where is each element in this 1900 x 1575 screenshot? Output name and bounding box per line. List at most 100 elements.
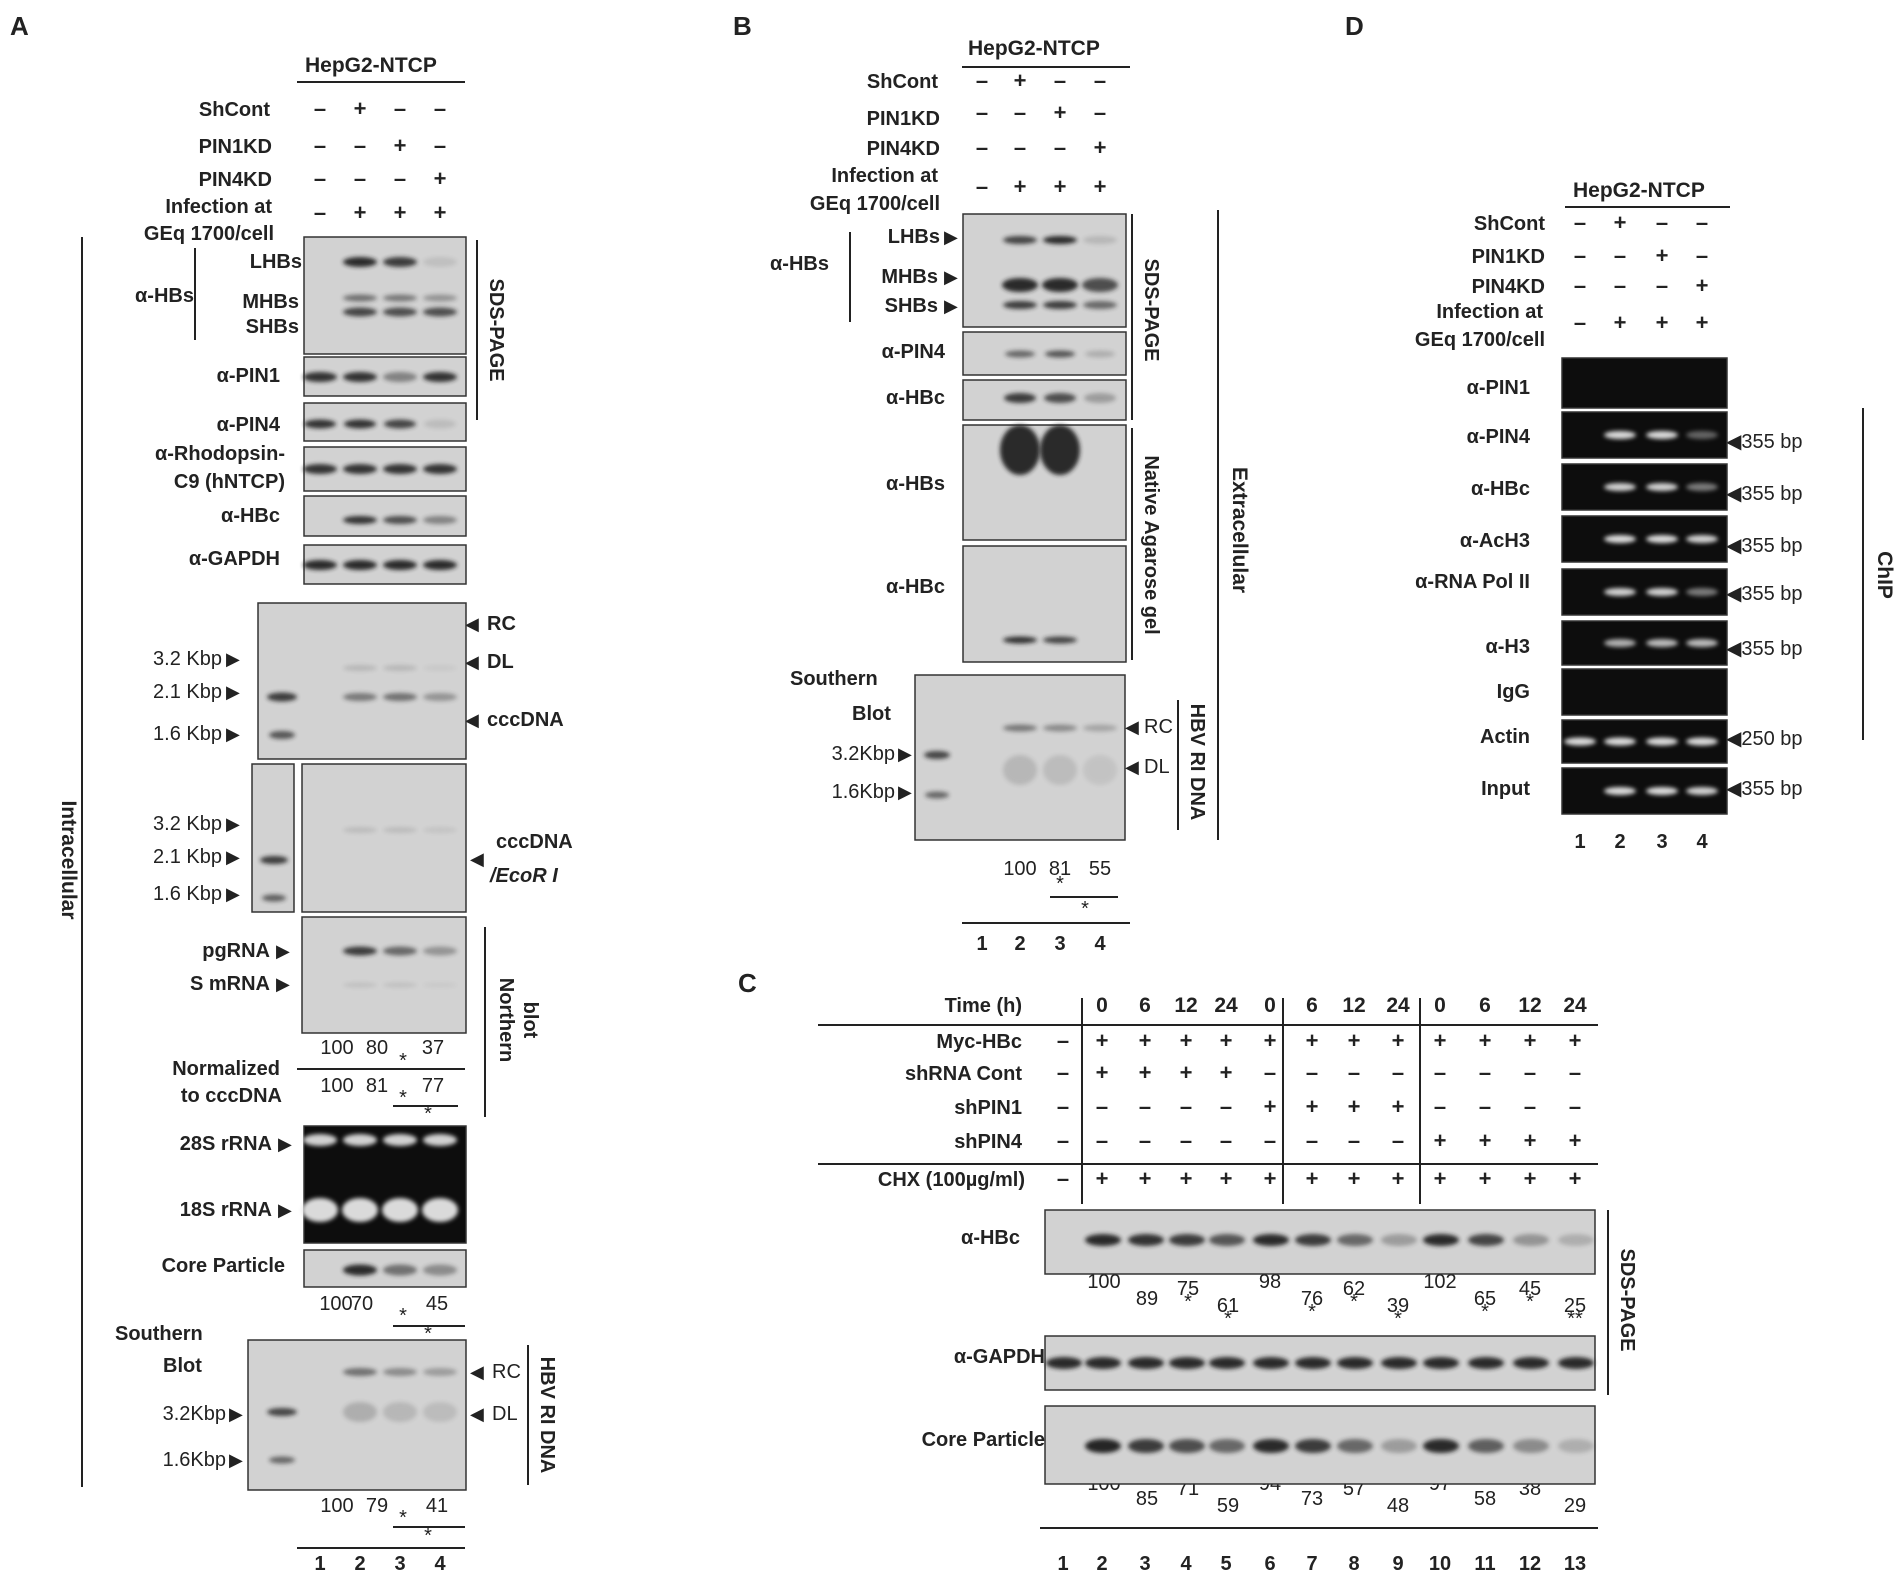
a-signs-pin4kd-4: +: [434, 166, 447, 191]
a-core-band-4: [423, 1264, 457, 1276]
a-cell-line: HepG2-NTCP: [305, 54, 437, 77]
d-rnapol-ab: α-RNA Pol II: [1415, 571, 1530, 593]
c-row1-sign-5: +: [1220, 1028, 1233, 1053]
a-signs-pin4kd-1: –: [314, 166, 326, 191]
c-time-9: 0: [1434, 994, 1446, 1017]
a-hbc-blot: [303, 495, 467, 537]
a-cccdna-band-3: [383, 693, 417, 701]
c-hbc-band-12: [1513, 1234, 1549, 1246]
a-s2-rc-band-4: [423, 1368, 457, 1376]
b-smear-band-4: [1083, 755, 1117, 785]
a-lane-number-3: 3: [394, 1553, 405, 1575]
b-ladder-16: 1.6Kbp: [832, 781, 895, 803]
d-actin-band-3: [1646, 737, 1678, 746]
b-shbs-band-4: [1083, 301, 1117, 309]
c-row2-sign-8: –: [1348, 1060, 1360, 1085]
c-row4-sign-6: –: [1264, 1128, 1276, 1153]
a-southern-quant-1: 100: [320, 1495, 353, 1517]
a-pin4-ab: α-PIN4: [217, 414, 281, 436]
b-hbc-ab: α-HBc: [886, 387, 945, 409]
b-hbc-band-4: [1084, 393, 1116, 403]
a-signs-shcont-3: –: [394, 96, 406, 121]
a-pin1kd-label: PIN1KD: [199, 136, 272, 158]
c-chx-sign-4: +: [1180, 1166, 1193, 1191]
a-hbc-ab: α-HBc: [221, 505, 280, 527]
b-signs-infection-2: +: [1014, 174, 1027, 199]
a-lhbs-band-2: [343, 257, 377, 267]
c-time-1: 0: [1096, 994, 1108, 1017]
a-rho-band-4: [423, 464, 457, 474]
c-row4-sign-8: –: [1348, 1128, 1360, 1153]
a-northern-quant-2: 80: [366, 1037, 388, 1059]
b-native-hbs-band-2: [1040, 425, 1080, 475]
a-ladder-32c: 3.2Kbp: [163, 1403, 226, 1425]
a-infection-label-2: GEq 1700/cell: [144, 223, 274, 245]
c-chx-sign-11: +: [1479, 1166, 1492, 1191]
d-lane-number-3: 3: [1656, 831, 1667, 853]
c-gapdh-band-12: [1513, 1357, 1549, 1369]
b-native-hbc-blot: [962, 545, 1127, 663]
b-ladder-32: 3.2Kbp: [832, 743, 895, 765]
d-infection-label-2: GEq 1700/cell: [1415, 329, 1545, 351]
a-hbs-ab: α-HBs: [135, 285, 194, 307]
a-rho-ab-2: C9 (hNTCP): [174, 471, 285, 493]
c-gapdh-ab: α-GAPDH: [954, 1346, 1045, 1368]
a-signs-pin4kd-2: –: [354, 166, 366, 191]
d-rnapol-band-4: [1686, 588, 1718, 596]
svg-text:◀: ◀: [470, 849, 484, 869]
c-hbc-star-7: *: [1526, 1291, 1534, 1313]
c-row3-sign-7: +: [1306, 1094, 1319, 1119]
c-row1-sign-11: +: [1479, 1028, 1492, 1053]
c-row4-sign-9: –: [1392, 1128, 1404, 1153]
c-chx-sign-12: +: [1524, 1166, 1537, 1191]
c-core-label: Core Particle: [922, 1429, 1045, 1451]
c-hbc-quant-11: 45: [1519, 1278, 1541, 1300]
a-dl-band-3: [383, 665, 417, 671]
c-hbc-star-4: *: [1350, 1291, 1358, 1313]
a-shbs-band-4: [423, 307, 457, 317]
b-smear-band-3: [1043, 755, 1077, 785]
a-signs-infection-3: +: [394, 200, 407, 225]
c-core-band-12: [1513, 1439, 1549, 1453]
a-southern-2: Blot: [163, 1355, 202, 1377]
c-gapdh-band-11: [1468, 1357, 1504, 1369]
a-ecori-blot: [301, 763, 467, 913]
b-lhbs-band-2: [1003, 236, 1037, 244]
a-ladder-16c: 1.6Kbp: [163, 1449, 226, 1471]
c-hbc-band-11: [1468, 1234, 1504, 1246]
c-row-label-4: shPIN4: [954, 1131, 1023, 1153]
c-lane-number-4: 4: [1180, 1553, 1192, 1575]
b-mhbs-label: MHBs: [881, 266, 938, 288]
c-hbc-quant-9: 102: [1423, 1271, 1456, 1293]
c-core-band-9: [1381, 1439, 1417, 1453]
c-row4-sign-10: +: [1434, 1128, 1447, 1153]
c-row1-sign-10: +: [1434, 1028, 1447, 1053]
d-bp-ach3: ◀355 bp: [1726, 535, 1803, 557]
b-southern-star-1: *: [1056, 873, 1064, 895]
b-signs-shcont-4: –: [1094, 68, 1106, 93]
c-core-quant-6: 73: [1301, 1488, 1323, 1510]
c-hbc-quant-1: 100: [1087, 1271, 1120, 1293]
a-signs-pin1kd-4: –: [434, 133, 446, 158]
a-gapdh-band-4: [423, 560, 457, 570]
c-row-label-1: Myc-HBc: [936, 1031, 1022, 1053]
c-row2-sign-10: –: [1434, 1060, 1446, 1085]
c-row3-sign-9: +: [1392, 1094, 1405, 1119]
c-hbc-quant-8: 39: [1387, 1295, 1409, 1317]
d-ach3-band-3: [1646, 535, 1678, 543]
a-mhbs-label: MHBs: [242, 291, 299, 313]
b-native-hbs-ab: α-HBs: [886, 473, 945, 495]
a-dl-band-2: [343, 665, 377, 671]
svg-text:▶: ▶: [944, 296, 958, 316]
b-infection-label-2: GEq 1700/cell: [810, 193, 940, 215]
c-row4-sign-3: –: [1139, 1128, 1151, 1153]
a-gapdh-band-2: [343, 560, 377, 570]
c-row3-sign-3: –: [1139, 1094, 1151, 1119]
a-northern-2: blot: [519, 1002, 541, 1039]
a-mhbs-band-4: [423, 294, 457, 302]
a-s2-ladder-16: [269, 1456, 295, 1464]
c-row-label-3: shPIN1: [954, 1097, 1022, 1119]
a-hbc-band-4: [423, 516, 457, 524]
a-cccdna-band-4: [423, 693, 457, 701]
